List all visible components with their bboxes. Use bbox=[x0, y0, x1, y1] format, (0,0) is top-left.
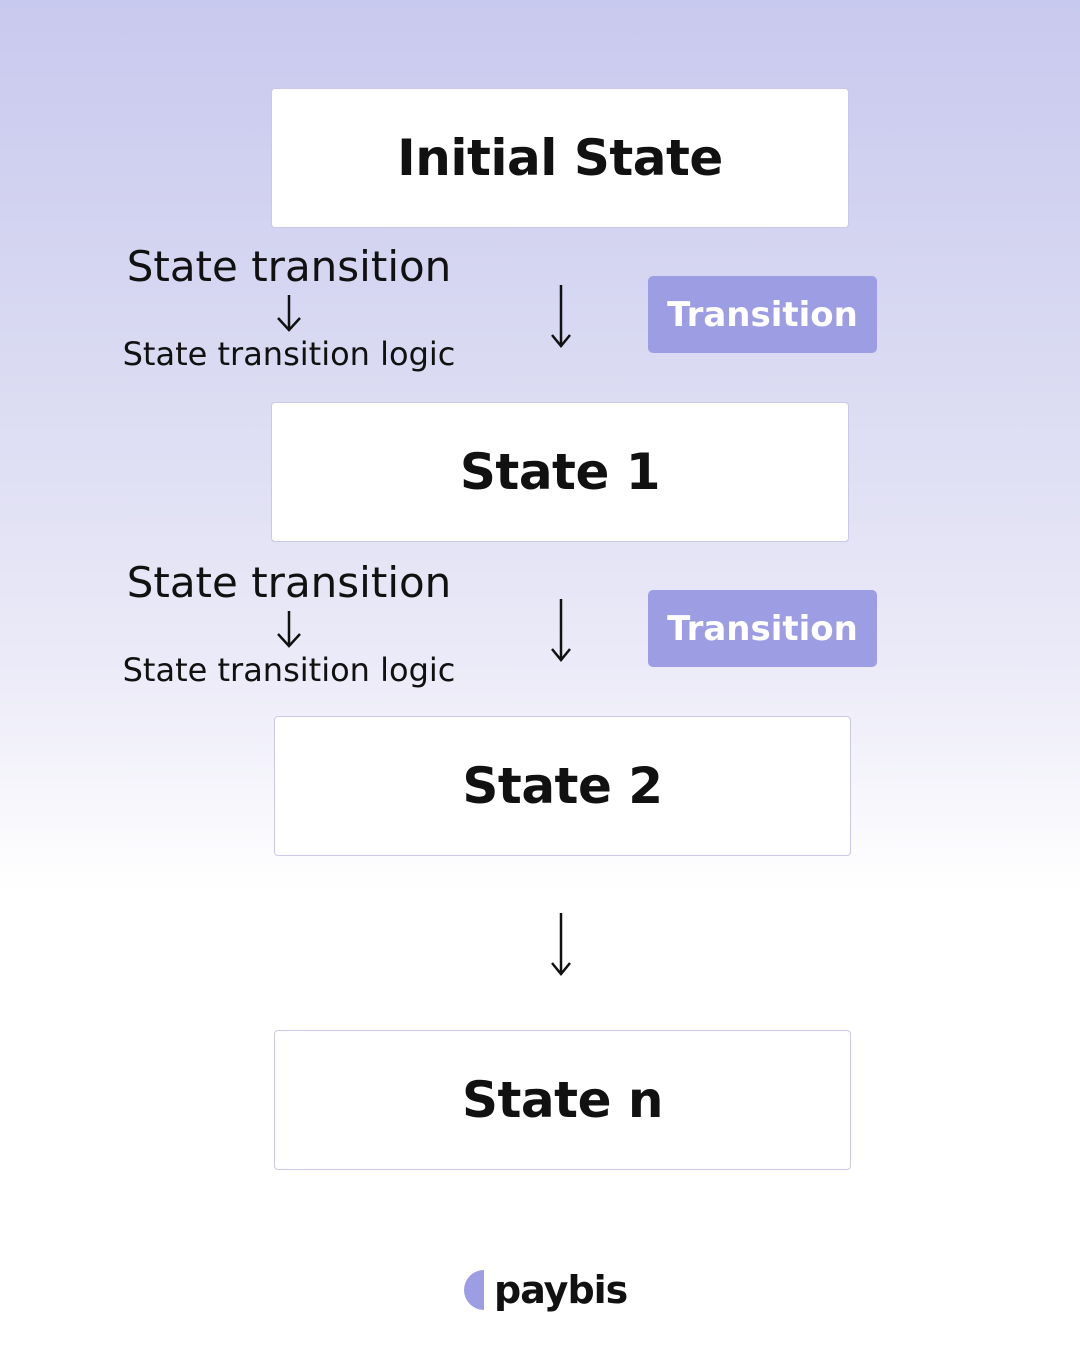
transition-title: State transition bbox=[126, 558, 452, 607]
transition-annotation-2: State transition State transition logic bbox=[99, 558, 479, 690]
transition-logic: State transition logic bbox=[122, 335, 456, 373]
state-box-1: State 1 bbox=[271, 402, 849, 542]
state-box-initial: Initial State bbox=[271, 88, 849, 228]
arrow-down-icon bbox=[551, 913, 571, 976]
paybis-mark-icon bbox=[464, 1270, 484, 1310]
state-label: State 1 bbox=[459, 443, 661, 501]
transition-annotation-1: State transition State transition logic bbox=[99, 242, 479, 374]
state-box-n: State n bbox=[274, 1030, 851, 1170]
brand-name: paybis bbox=[494, 1268, 628, 1312]
state-label: Initial State bbox=[397, 129, 723, 187]
arrow-down-icon bbox=[277, 611, 301, 648]
state-box-2: State 2 bbox=[274, 716, 851, 856]
transition-logic: State transition logic bbox=[122, 651, 456, 689]
state-label: State n bbox=[462, 1071, 663, 1129]
state-label: State 2 bbox=[462, 757, 663, 815]
transition-title: State transition bbox=[126, 242, 452, 291]
arrow-down-icon bbox=[277, 295, 301, 332]
transition-button[interactable]: Transition bbox=[648, 276, 877, 353]
arrow-down-icon bbox=[551, 599, 571, 662]
transition-button[interactable]: Transition bbox=[648, 590, 877, 667]
arrow-down-icon bbox=[551, 285, 571, 348]
paybis-logo: paybis bbox=[462, 1268, 628, 1312]
